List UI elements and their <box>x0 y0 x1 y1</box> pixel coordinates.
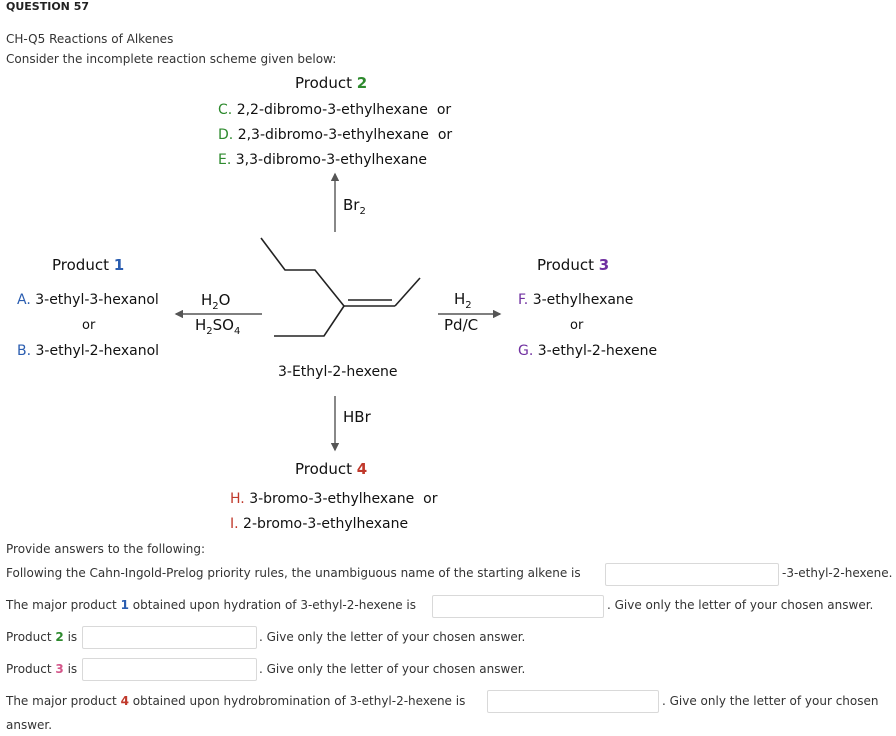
product3-answer-input[interactable] <box>82 658 257 681</box>
cip-answer-input[interactable] <box>605 563 779 586</box>
q5-text: The major product 4 obtained upon hydrob… <box>6 694 466 708</box>
reaction-scheme-drawing <box>174 172 502 452</box>
product3-or: or <box>570 318 584 333</box>
question-prompt: Consider the incomplete reaction scheme … <box>6 52 337 66</box>
option-d: D. 2,3-dibromo-3-ethylhexane or <box>218 127 453 143</box>
alkene-structure <box>260 237 421 337</box>
reagent-br2: Br2 <box>343 196 366 217</box>
option-e: E. 3,3-dibromo-3-ethylhexane <box>218 152 427 168</box>
course-title: CH-Q5 Reactions of Alkenes <box>6 32 174 46</box>
product1-answer-input[interactable] <box>432 595 604 618</box>
q4-text: Product 3 is <box>6 662 78 676</box>
product3-title: Product 3 <box>537 256 610 274</box>
answers-intro: Provide answers to the following: <box>6 542 206 556</box>
q4-tail: . Give only the letter of your chosen an… <box>259 662 526 676</box>
option-a: A. 3-ethyl-3-hexanol <box>17 292 159 308</box>
product2-answer-input[interactable] <box>82 626 257 649</box>
product1-or: or <box>82 318 96 333</box>
product4-title: Product 4 <box>295 460 368 478</box>
reagent-h2: H2 <box>454 290 472 311</box>
q1-after: -3-ethyl-2-hexene. <box>782 566 893 580</box>
option-i: I. 2-bromo-3-ethylhexane <box>230 516 409 532</box>
reagent-pdc: Pd/C <box>444 316 479 334</box>
option-b: B. 3-ethyl-2-hexanol <box>17 343 160 359</box>
option-c: C. 2,2-dibromo-3-ethylhexane or <box>218 102 452 118</box>
product4-answer-input[interactable] <box>487 690 659 713</box>
q2-tail: . Give only the letter of your chosen an… <box>607 598 874 612</box>
starting-alkene-name: 3-Ethyl-2-hexene <box>278 364 398 380</box>
q3-text: Product 2 is <box>6 630 78 644</box>
option-h: H. 3-bromo-3-ethylhexane or <box>230 491 438 507</box>
q3-tail: . Give only the letter of your chosen an… <box>259 630 526 644</box>
option-f: F. 3-ethylhexane <box>518 292 634 308</box>
q1-text: Following the Cahn-Ingold-Prelog priorit… <box>6 566 581 580</box>
reagent-h2o: H2O <box>201 291 231 312</box>
option-g: G. 3-ethyl-2-hexene <box>518 343 658 359</box>
reagent-h2so4: H2SO4 <box>195 316 241 337</box>
product2-title: Product 2 <box>295 74 368 92</box>
q5-wrap: answer. <box>6 718 53 732</box>
q5-tail: . Give only the letter of your chosen <box>662 694 879 708</box>
reagent-hbr: HBr <box>343 408 371 426</box>
product1-title: Product 1 <box>52 256 125 274</box>
q2-text: The major product 1 obtained upon hydrat… <box>6 598 416 612</box>
question-number: QUESTION 57 <box>6 0 90 13</box>
